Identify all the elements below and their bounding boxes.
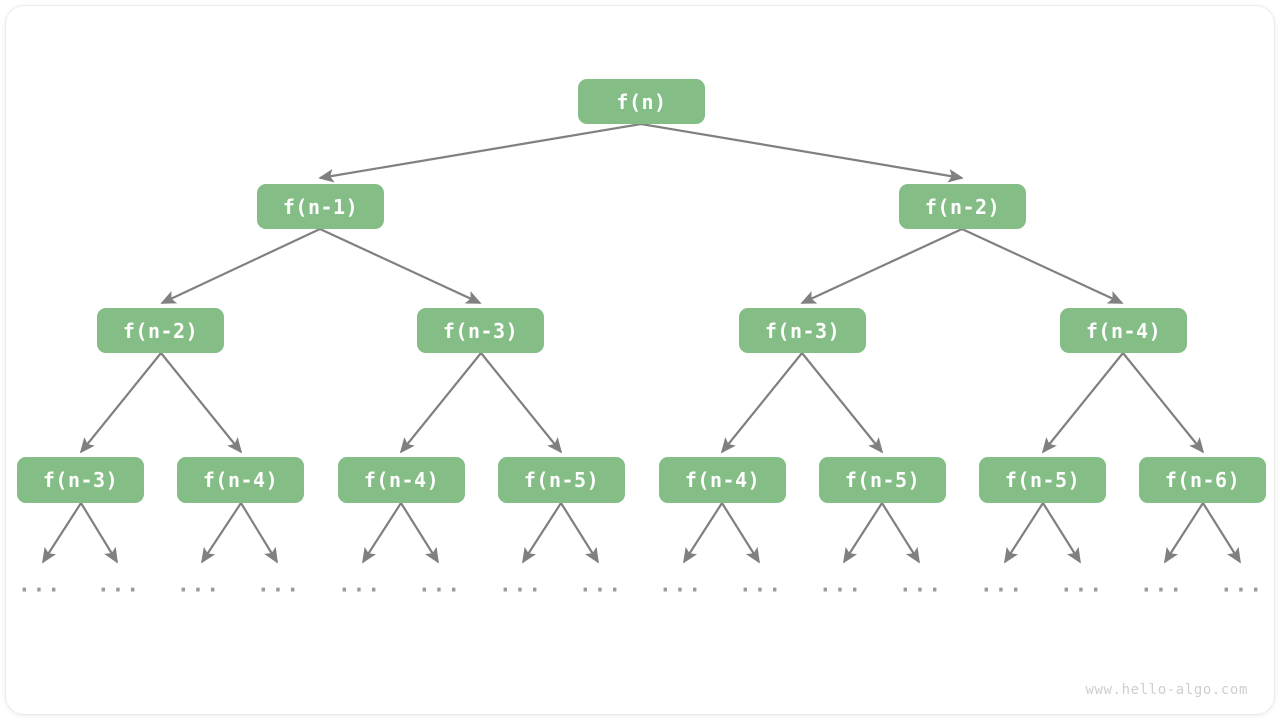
tree-node-label: f(n-6) <box>1164 468 1241 492</box>
tree-node-label: f(n-5) <box>844 468 921 492</box>
ellipsis-marker: ... <box>819 572 863 597</box>
ellipsis-marker: ... <box>338 572 382 597</box>
ellipsis-marker: ... <box>659 572 703 597</box>
tree-node-label: f(n-3) <box>764 318 841 343</box>
ellipsis-marker: ... <box>1220 572 1264 597</box>
tree-node-n6[interactable]: f(n-4) <box>1060 308 1187 353</box>
ellipsis-marker: ... <box>418 572 462 597</box>
watermark: www.hello-algo.com <box>1085 682 1248 698</box>
tree-node-n1[interactable]: f(n-1) <box>257 184 384 229</box>
tree-node-n11[interactable]: f(n-4) <box>659 457 786 503</box>
tree-node-n3[interactable]: f(n-2) <box>97 308 224 353</box>
tree-node-label: f(n-4) <box>202 468 279 492</box>
tree-node-label: f(n) <box>616 89 667 114</box>
tree-node-n5[interactable]: f(n-3) <box>739 308 866 353</box>
tree-node-n2[interactable]: f(n-2) <box>899 184 1026 229</box>
ellipsis-marker: ... <box>257 572 301 597</box>
ellipsis-marker: ... <box>499 572 543 597</box>
ellipsis-marker: ... <box>1140 572 1184 597</box>
tree-node-label: f(n-5) <box>523 468 600 492</box>
tree-node-n4[interactable]: f(n-3) <box>417 308 544 353</box>
tree-node-label: f(n-3) <box>442 318 519 343</box>
tree-node-label: f(n-4) <box>684 468 761 492</box>
tree-node-label: f(n-4) <box>363 468 440 492</box>
ellipsis-marker: ... <box>579 572 623 597</box>
tree-node-label: f(n-1) <box>282 194 359 219</box>
ellipsis-marker: ... <box>18 572 62 597</box>
ellipsis-marker: ... <box>177 572 221 597</box>
tree-node-label: f(n-5) <box>1004 468 1081 492</box>
tree-node-n9[interactable]: f(n-4) <box>338 457 465 503</box>
ellipsis-marker: ... <box>899 572 943 597</box>
tree-node-label: f(n-4) <box>1085 318 1162 343</box>
tree-node-n0[interactable]: f(n) <box>578 79 705 124</box>
ellipsis-marker: ... <box>980 572 1024 597</box>
tree-node-label: f(n-2) <box>122 318 199 343</box>
tree-node-n12[interactable]: f(n-5) <box>819 457 946 503</box>
ellipsis-marker: ... <box>97 572 141 597</box>
ellipsis-marker: ... <box>739 572 783 597</box>
tree-node-label: f(n-2) <box>924 194 1001 219</box>
tree-node-label: f(n-3) <box>42 468 119 492</box>
tree-node-n14[interactable]: f(n-6) <box>1139 457 1266 503</box>
tree-node-n13[interactable]: f(n-5) <box>979 457 1106 503</box>
ellipsis-marker: ... <box>1060 572 1104 597</box>
tree-node-n7[interactable]: f(n-3) <box>17 457 144 503</box>
tree-node-n10[interactable]: f(n-5) <box>498 457 625 503</box>
tree-node-n8[interactable]: f(n-4) <box>177 457 304 503</box>
